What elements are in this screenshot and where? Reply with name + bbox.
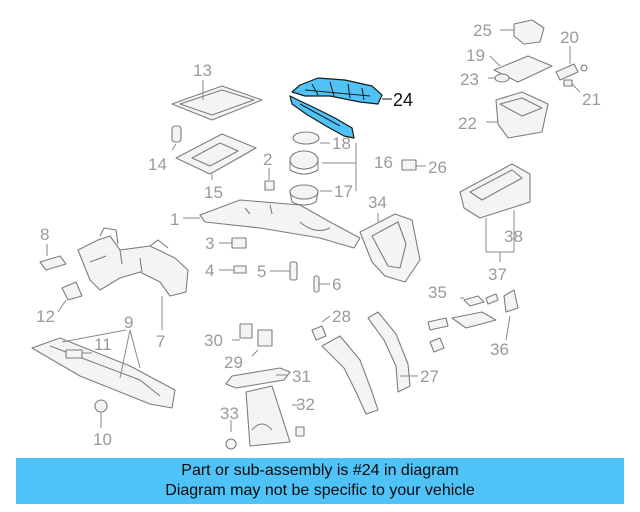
callout-36: 36 xyxy=(490,340,509,359)
callout-18: 18 xyxy=(332,134,351,153)
banner-line-1: Part or sub-assembly is #24 in diagram xyxy=(181,462,459,479)
part-32-clip xyxy=(292,404,305,437)
callout-3: 3 xyxy=(205,234,214,253)
callout-32: 32 xyxy=(296,395,315,414)
callout-37: 37 xyxy=(488,265,507,284)
callout-16: 16 xyxy=(374,153,393,172)
part-8-clip xyxy=(39,244,67,271)
callout-24: 24 xyxy=(393,90,413,110)
callout-6: 6 xyxy=(332,275,341,294)
part-35-tray xyxy=(427,293,499,331)
callout-30: 30 xyxy=(204,331,223,350)
callout-21: 21 xyxy=(582,90,601,109)
callout-1: 1 xyxy=(170,210,179,229)
callout-5: 5 xyxy=(257,262,266,281)
part-23-clip xyxy=(488,73,510,83)
part-33-panel xyxy=(225,385,291,450)
part-22-bin xyxy=(486,91,549,139)
part-14-bushing xyxy=(171,125,182,151)
callout-29: 29 xyxy=(224,353,243,372)
part-4-clip xyxy=(219,265,247,274)
part-19-lid xyxy=(489,55,553,83)
part-24-highlighted xyxy=(289,77,392,139)
callout-23: 23 xyxy=(460,70,479,89)
part-7-console-base xyxy=(77,227,189,330)
part-3-bracket xyxy=(219,237,247,249)
callout-12: 12 xyxy=(36,307,55,326)
callout-34: 34 xyxy=(368,193,387,212)
callout-2: 2 xyxy=(263,150,272,169)
callout-33: 33 xyxy=(220,404,239,423)
part-34-panel xyxy=(359,213,421,283)
part-28-clip xyxy=(311,315,331,341)
callout-10: 10 xyxy=(93,430,112,449)
callout-22: 22 xyxy=(458,114,477,133)
part-10-button xyxy=(94,399,108,428)
callout-14: 14 xyxy=(148,155,167,174)
part-5-stud xyxy=(270,261,298,281)
callout-9: 9 xyxy=(124,313,133,332)
info-banner: Part or sub-assembly is #24 in diagram D… xyxy=(16,458,624,504)
part-2-clip xyxy=(264,168,275,191)
part-6-pin xyxy=(313,275,330,293)
part-31-trim xyxy=(225,367,291,389)
callout-7: 7 xyxy=(156,332,165,351)
part-25-latch xyxy=(500,19,545,45)
part-26-switch xyxy=(401,159,426,171)
part-16-cupholder-stack xyxy=(289,131,357,206)
part-38-storage-bin xyxy=(459,163,531,262)
banner-line-2: Diagram may not be specific to your vehi… xyxy=(165,482,475,499)
callout-27: 27 xyxy=(420,367,439,386)
callout-labels: 1 2 3 4 5 6 7 8 9 10 11 12 13 14 15 16 1… xyxy=(36,21,601,449)
part-29-bracket xyxy=(251,329,273,357)
part-30-bracket xyxy=(232,323,253,341)
part-13-tray xyxy=(171,80,263,121)
part-21-screw xyxy=(563,79,581,93)
callout-13: 13 xyxy=(193,61,212,80)
callout-35: 35 xyxy=(428,283,447,302)
callout-25: 25 xyxy=(473,21,492,40)
part-15-bezel xyxy=(175,133,257,180)
part-11-clip xyxy=(65,349,92,359)
part-27-side-rail xyxy=(321,311,418,415)
callout-28: 28 xyxy=(332,307,351,326)
callout-38: 38 xyxy=(504,227,523,246)
callout-8: 8 xyxy=(40,225,49,244)
part-1-trim-panel xyxy=(183,199,361,249)
callout-20: 20 xyxy=(560,28,579,47)
callout-26: 26 xyxy=(428,158,447,177)
part-12-bracket xyxy=(57,281,83,313)
part-36-clip xyxy=(429,289,519,353)
callout-4: 4 xyxy=(205,261,214,280)
part-20-hinge xyxy=(555,46,588,81)
callout-15: 15 xyxy=(204,183,223,202)
callout-31: 31 xyxy=(292,367,311,386)
callout-17: 17 xyxy=(334,182,353,201)
callout-19: 19 xyxy=(466,46,485,65)
callout-11: 11 xyxy=(94,335,112,354)
